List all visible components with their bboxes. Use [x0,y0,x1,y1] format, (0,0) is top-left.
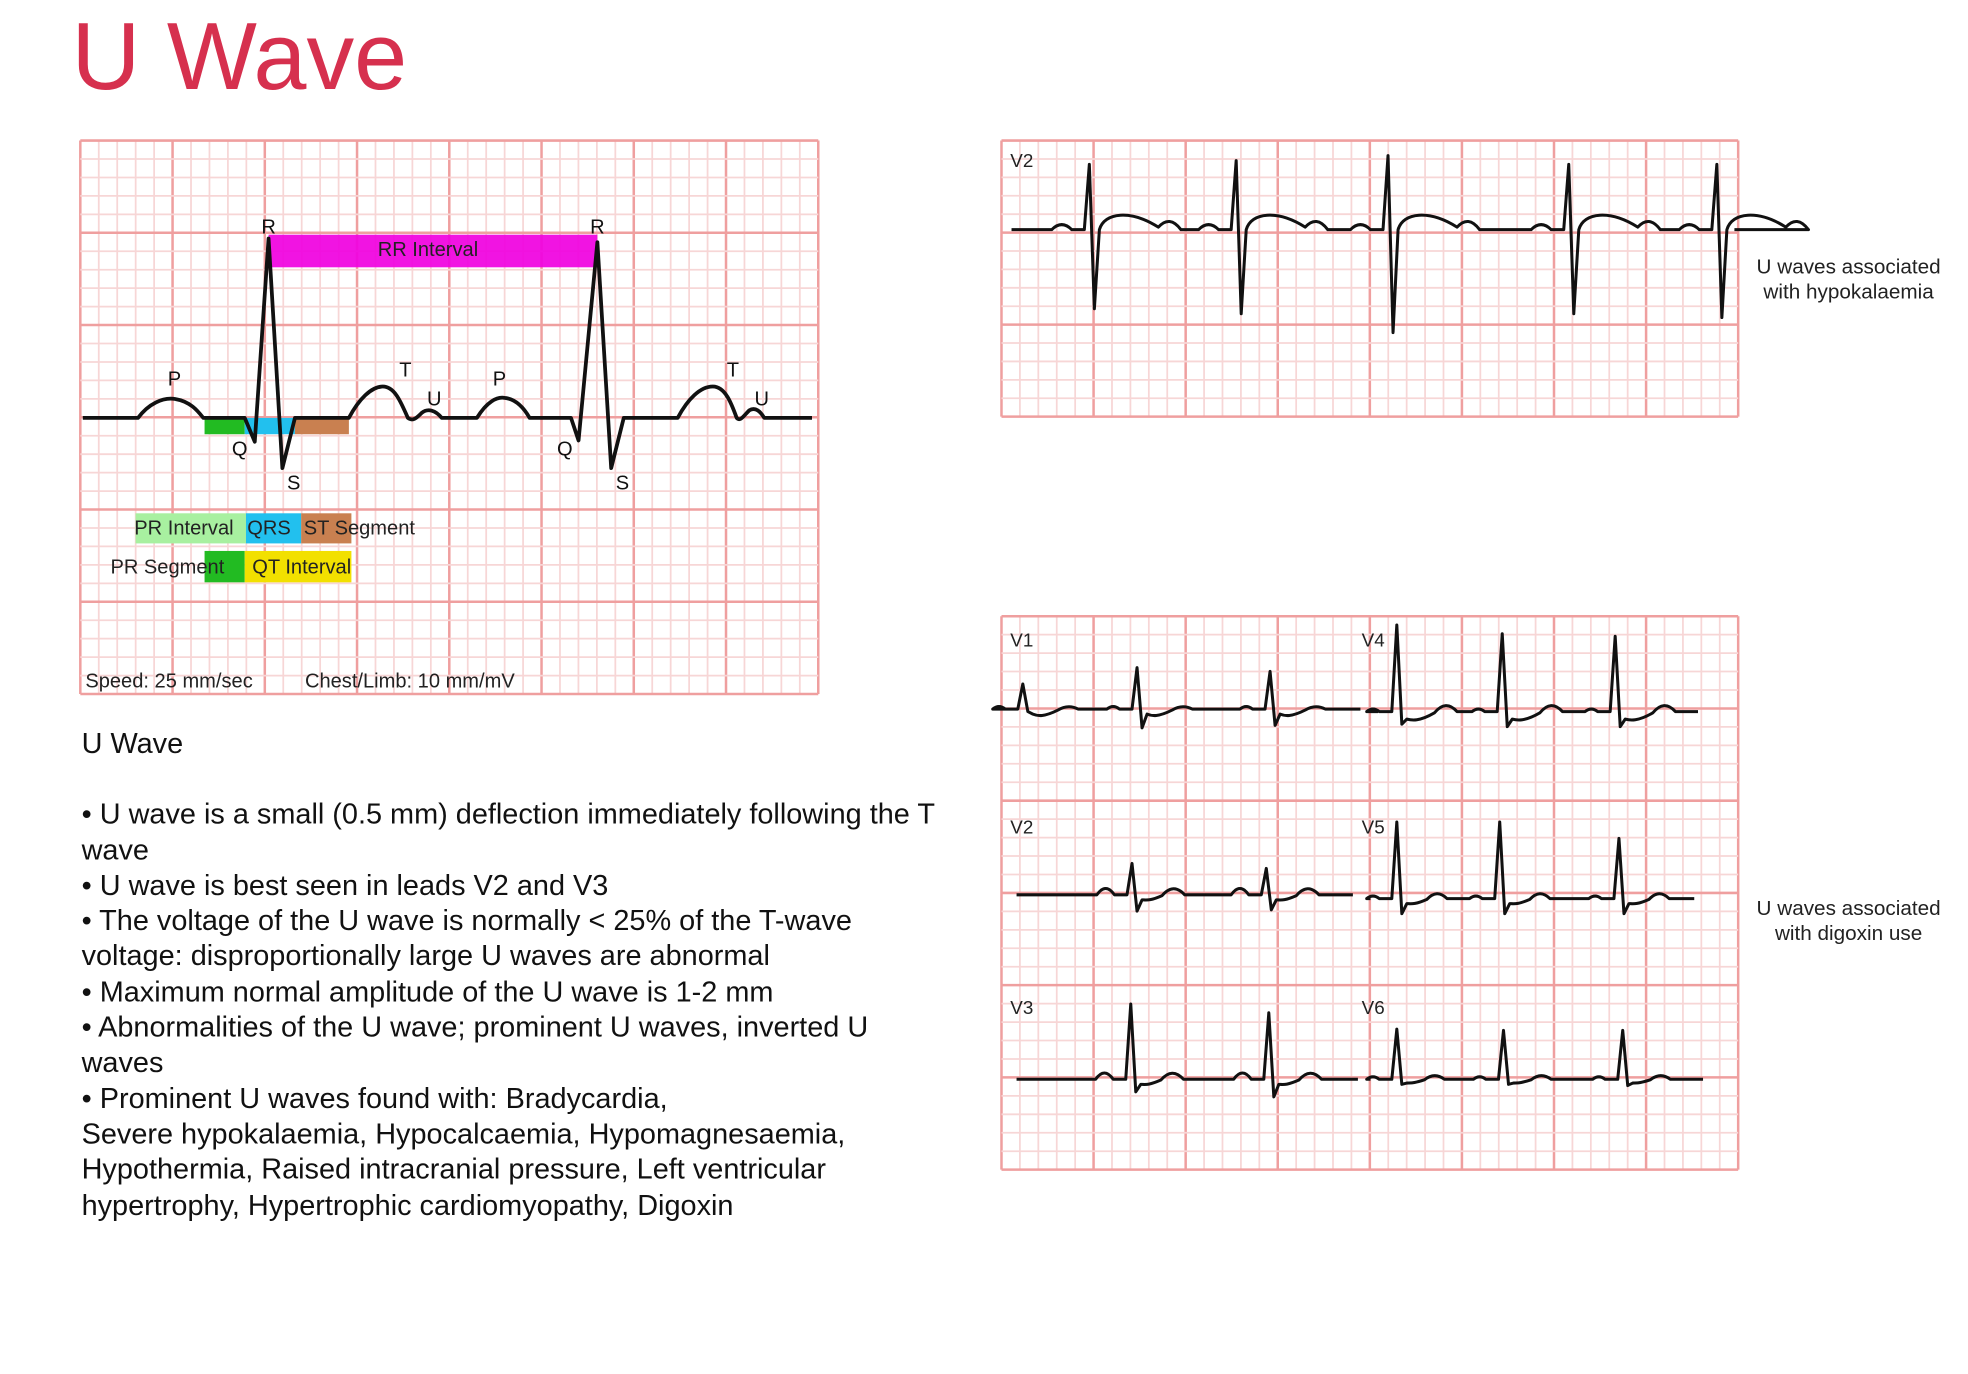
st-segment-swatch [301,513,352,544]
lead-label: V1 [1010,629,1033,650]
ecg-trace [991,666,1361,730]
page-title: U Wave [71,3,408,111]
u-wave-label: U [755,388,770,410]
qrs-label: QRS [247,518,291,540]
rr-interval-label: RR Interval [378,239,478,261]
qt-interval-swatch [244,550,352,583]
pr-segment-swatch [204,550,245,583]
gain-label: Chest/Limb: 10 mm/mV [305,671,515,693]
pr-interval-swatch [135,513,246,544]
caption-line: U waves associated [1756,897,1941,920]
note-bullet: • U wave is best seen in leads V2 and V3 [81,868,609,901]
note-bullet: • Prominent U waves found with: Bradycar… [81,1081,668,1115]
note-bullet: • U wave is a small (0.5 mm) deflection … [81,797,935,866]
note-bullet: • Maximum normal amplitude of the U wave… [81,974,774,1008]
ecg-trace [1016,861,1353,913]
q-wave-label: Q [232,439,248,461]
notes-heading: U Wave [81,726,184,760]
note-bullet: • Abnormalities of the U wave; prominent… [81,1010,869,1079]
ecg-trace [82,236,812,470]
pr-segment-marker [204,417,245,435]
r-wave-label: R [261,216,276,238]
lead-label: V4 [1362,629,1385,650]
rr-interval-bar [268,234,598,268]
speed-label: Speed: 25 mm/sec [85,671,252,693]
pr-segment-label: PR Segment [110,557,224,579]
ecg-trace [1011,154,1810,335]
notes: U Wave • U wave is a small (0.5 mm) defl… [82,725,948,1222]
ecg-grid [1000,139,1740,418]
t-wave-label: T [727,360,739,382]
hypokalaemia-caption: U waves associated with hypokalaemia [1742,255,1955,305]
s-wave-label: S [287,472,300,494]
caption-line: with hypokalaemia [1763,281,1934,304]
st-segment-marker [294,417,349,435]
t-wave-label: T [399,360,411,382]
ecg-diagram: RR Interval PR Interval QRS ST Segment P… [82,216,812,693]
lead-label: V3 [1010,997,1033,1018]
ecg-trace [1365,820,1695,916]
lead-label: V6 [1362,997,1385,1018]
r-wave-label: R [590,216,605,238]
p-wave-label: P [493,368,506,390]
lead-label: V2 [1010,150,1033,171]
note-bullet: • The voltage of the U wave is normally … [81,903,852,972]
ecg-trace [1365,1027,1704,1088]
qt-interval-label: QT Interval [252,557,351,579]
digoxin-caption: U waves associated with digoxin use [1742,896,1955,946]
lead-label: V2 [1010,816,1033,837]
ecg-trace [1365,623,1699,729]
s-wave-label: S [616,472,629,494]
qrs-swatch [245,513,302,544]
u-wave-label: U [427,388,441,410]
caption-line: U waves associated [1756,256,1941,279]
note-bullet: Severe hypokalaemia, Hypocalcaemia, Hypo… [81,1116,846,1221]
ecg-trace [1016,1002,1358,1099]
q-wave-label: Q [557,439,573,461]
pr-interval-label: PR Interval [134,518,233,540]
p-wave-label: P [168,368,181,390]
caption-line: with digoxin use [1774,922,1923,946]
st-segment-label: ST Segment [304,518,416,540]
lead-label: V5 [1362,816,1385,837]
